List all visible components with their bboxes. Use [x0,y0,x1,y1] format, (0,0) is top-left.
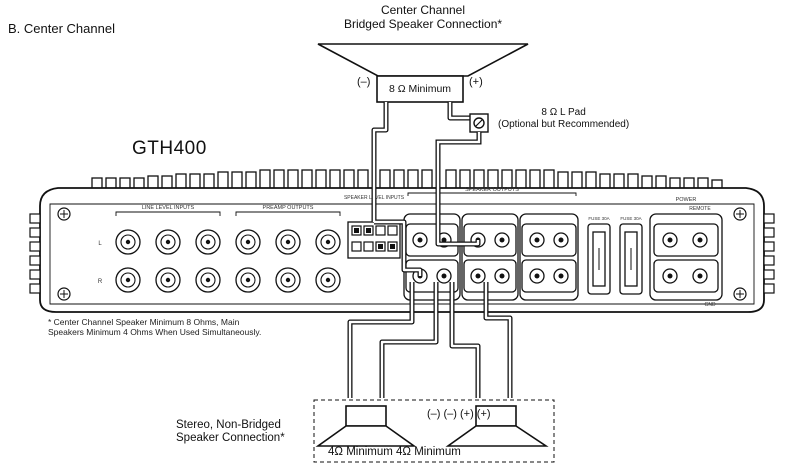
center-plus-terminal: (+) [469,76,483,88]
center-speaker [317,43,529,103]
stereo-label-line2: Speaker Connection* [176,432,285,445]
model-name: GTH400 [132,138,207,159]
footnote-line2: Speakers Minimum 4 Ohms When Used Simult… [48,326,262,337]
power-terminal-block [649,213,723,301]
center-channel-title-line2: Bridged Speaker Connection* [343,16,503,31]
stereo-label-line1: Stereo, Non-Bridged [176,419,281,431]
center-channel-title-line1: Center Channel [380,3,466,17]
lpad-label-line2: (Optional but Recommended) [498,118,630,130]
label-preamp-outputs: PREAMP OUTPUTS [263,205,314,211]
label-remote: REMOTE [689,206,711,212]
amp-fins-top [91,169,723,191]
label-gnd: GND [704,302,716,308]
speaker-output-modules [403,213,579,301]
center-speaker-impedance: 8 Ω Minimum [388,83,452,95]
stereo-terminal-signs: (–) (–) (+) (+) [427,408,491,420]
center-wires [371,102,472,174]
lpad-label: 8 Ω L Pad (Optional but Recommended) [498,107,629,130]
label-speaker-outputs: SPEAKER OUTPUTS [465,187,519,193]
center-minus-terminal: (–) [357,76,371,88]
footnote-line1: * Center Channel Speaker Minimum 8 Ohms,… [48,317,240,327]
stereo-impedance: 4Ω Minimum 4Ω Minimum [328,446,461,458]
label-fuse-2: FUSE 30A [620,216,641,221]
lpad-icon [469,113,489,133]
label-power: POWER [676,197,697,203]
label-row-l: L [98,241,102,247]
stereo-connection-label: Stereo, Non-Bridged Speaker Connection* [176,419,285,445]
label-fuse-1: FUSE 30A [588,216,609,221]
speaker-level-input-connector [347,221,401,259]
label-row-r: R [98,279,103,285]
footnote: * Center Channel Speaker Minimum 8 Ohms,… [48,317,262,338]
label-line-level-inputs: LINE LEVEL INPUTS [142,205,195,211]
stereo-connection-box [313,399,555,463]
lpad-label-line1: 8 Ω L Pad [541,107,586,118]
section-title: B. Center Channel [8,21,115,36]
center-channel-title: Center Channel Bridged Speaker Connectio… [318,3,528,32]
stereo-speakers [315,405,549,447]
